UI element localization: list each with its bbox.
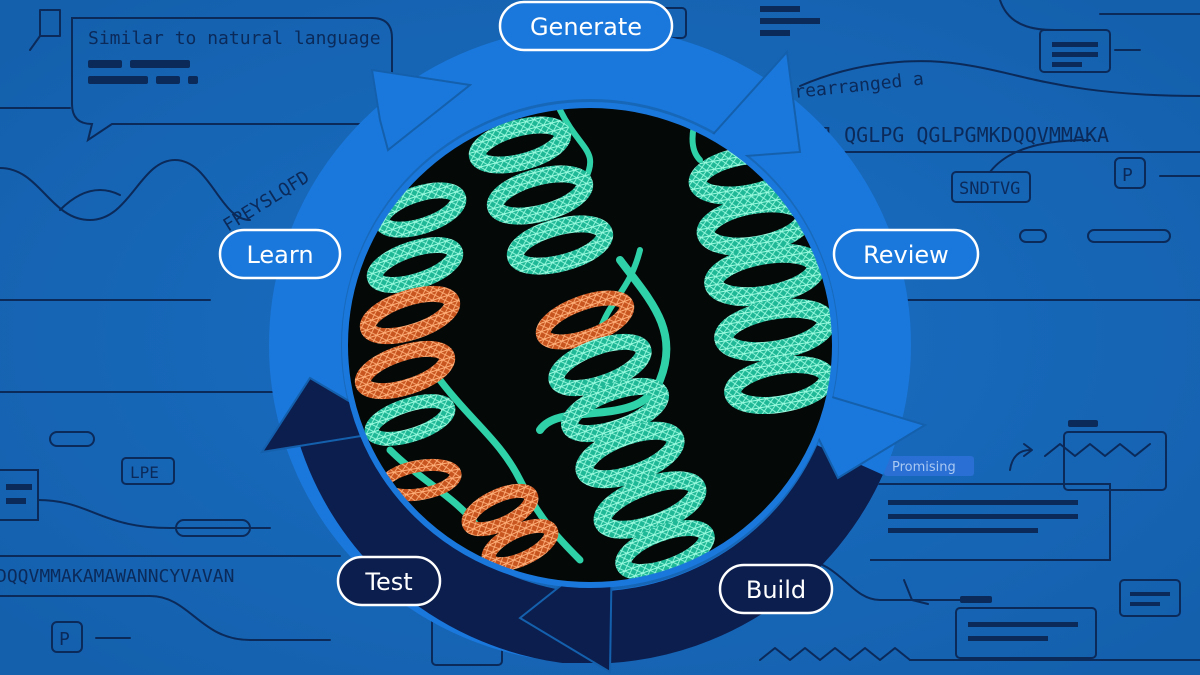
arrow-head-right xyxy=(1023,443,1033,457)
helix-middle-top xyxy=(468,116,614,275)
rail-rearranged xyxy=(799,60,1200,97)
step-review[interactable]: Review xyxy=(832,228,980,280)
capsule-left xyxy=(49,431,95,447)
badge-promising xyxy=(884,456,974,476)
arrow-curve-right xyxy=(1009,449,1031,471)
arrow-bottom-right xyxy=(903,579,929,605)
accent-bar-right xyxy=(1068,420,1098,427)
capsule-right-2 xyxy=(1087,229,1171,243)
small-speech-outline xyxy=(29,9,61,51)
chat-bubble-text: Similar to natural language xyxy=(88,28,381,49)
wave-line-left xyxy=(0,159,251,221)
doc-bottom-right xyxy=(955,607,1097,659)
doc-left xyxy=(0,469,39,521)
zigzag-bottom xyxy=(759,647,911,661)
tag-p-left-box xyxy=(51,621,83,653)
arrow-head-generate xyxy=(370,68,473,152)
mini-wave-right xyxy=(1044,443,1151,457)
seq-rail-bottom xyxy=(0,595,331,641)
doc-top-right xyxy=(1039,29,1111,73)
capsule-right-1 xyxy=(1019,229,1047,243)
step-build-label: Build xyxy=(746,576,806,604)
step-generate-label: Generate xyxy=(530,13,642,41)
image-border xyxy=(342,102,838,588)
helix-center xyxy=(535,290,715,580)
tag-p-right-box xyxy=(1114,157,1146,189)
wave-line-left-2 xyxy=(59,189,121,211)
badge-promising-text: Promising xyxy=(892,460,956,475)
step-learn-label: Learn xyxy=(246,241,313,269)
curve-sndtvg xyxy=(989,139,1091,173)
sequence-bottom-left: DQQVMMAKAMAWANNCYVAVAN xyxy=(0,566,234,587)
chat-bubble: Similar to natural language xyxy=(71,17,393,143)
doc-wave-box xyxy=(1063,431,1167,491)
tag-lpe: LPE xyxy=(130,463,159,482)
doc-small-right xyxy=(1119,579,1181,617)
helix-left xyxy=(354,182,467,446)
tag-p-left: P xyxy=(59,629,70,650)
protein-image xyxy=(345,105,835,585)
step-test[interactable]: Test xyxy=(336,555,442,607)
tag-sndtvg-box xyxy=(951,171,1031,203)
step-test-label: Test xyxy=(364,568,412,596)
doc-large-right xyxy=(870,483,1111,561)
connector-left xyxy=(37,499,271,529)
step-build[interactable]: Build xyxy=(718,563,834,615)
sequence-top-right: GJ QGLPG QGLPGMKDQQVMMAKA xyxy=(808,123,1109,147)
tag-sndtvg: SNDTVG xyxy=(959,179,1020,199)
step-review-label: Review xyxy=(863,241,949,269)
step-generate[interactable]: Generate xyxy=(498,0,674,52)
tag-p-right: P xyxy=(1122,165,1133,186)
tag-lpe-box xyxy=(121,457,175,485)
step-learn[interactable]: Learn xyxy=(218,228,342,280)
capsule-left-2 xyxy=(175,519,251,537)
